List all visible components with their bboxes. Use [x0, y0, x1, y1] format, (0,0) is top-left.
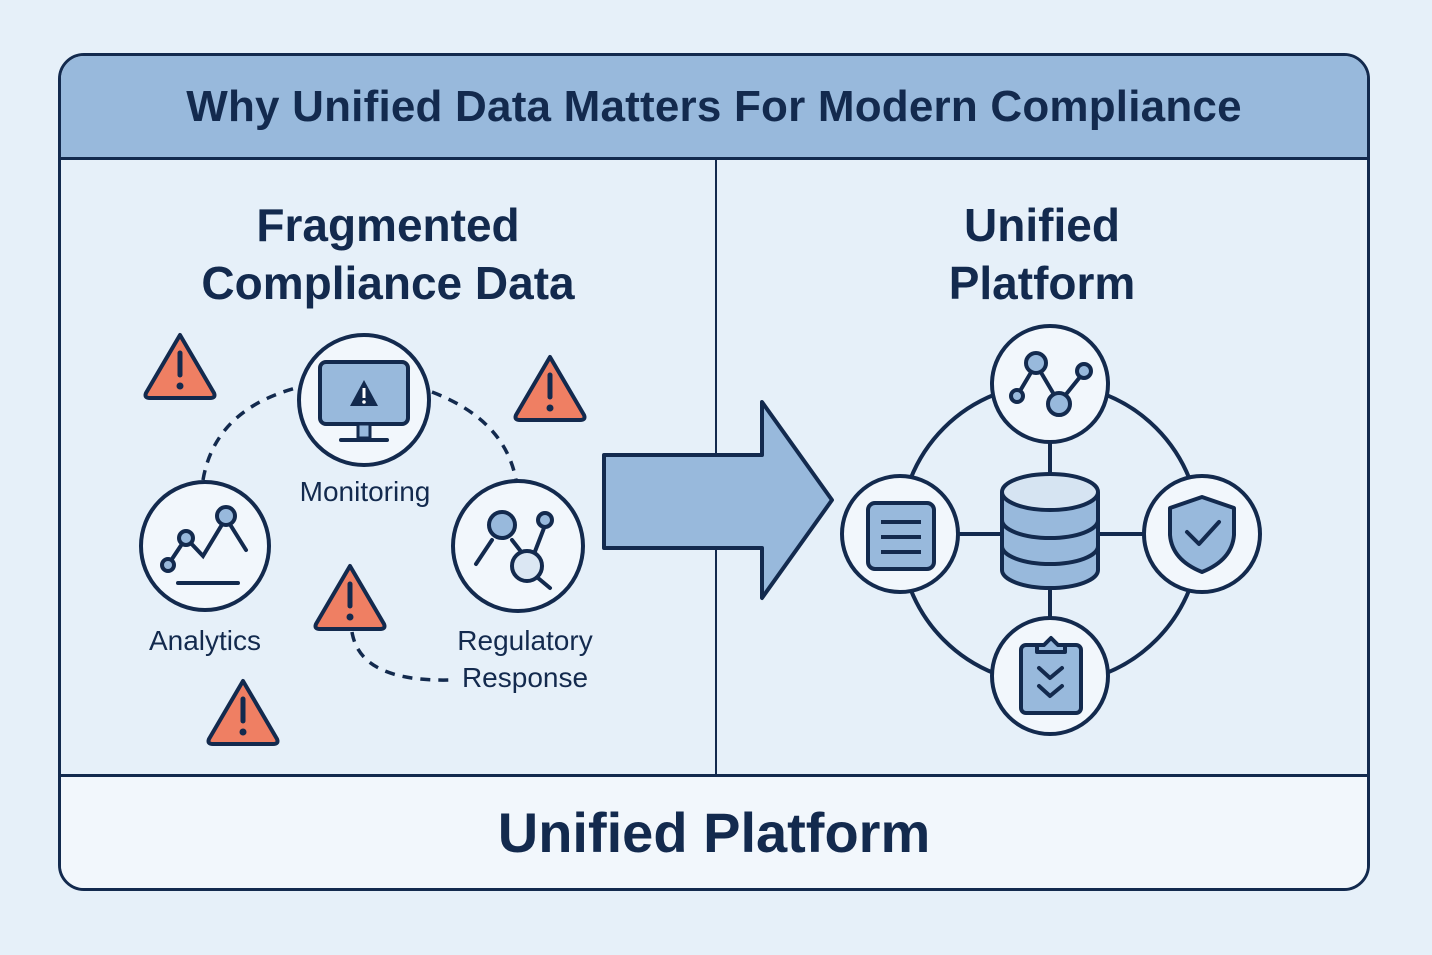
- fragmented-panel: Fragmented Compliance Data: [61, 160, 717, 776]
- spoke-right: [1142, 474, 1262, 594]
- monitor-warning-icon: [318, 360, 410, 442]
- search-nodes-icon: [474, 510, 554, 590]
- unified-title-line1: Unified: [964, 199, 1120, 251]
- regulatory-response-node: [451, 479, 585, 613]
- unified-title-line2: Platform: [948, 257, 1136, 309]
- node-label-monitoring: Monitoring: [299, 476, 431, 507]
- unified-panel-title: Unified Platform: [717, 196, 1367, 312]
- node-label-analytics: Analytics: [148, 625, 262, 656]
- spoke-top: [990, 324, 1110, 444]
- spoke-bottom: [990, 616, 1110, 736]
- shield-check-icon: [1168, 495, 1236, 574]
- footer-bar: Unified Platform: [61, 774, 1367, 888]
- arrow-right-icon: [602, 400, 834, 600]
- fragmented-title-line1: Fragmented: [256, 199, 520, 251]
- dashed-link-monitoring-regulatory: [431, 390, 518, 481]
- dashed-connectors: [201, 386, 518, 682]
- diagram-title: Why Unified Data Matters For Modern Comp…: [186, 81, 1242, 131]
- spoke-left: [840, 474, 960, 594]
- clipboard-check-icon: [1019, 636, 1083, 715]
- database-icon: [1000, 472, 1100, 590]
- diagram-frame: Why Unified Data Matters For Modern Comp…: [58, 53, 1370, 891]
- analytics-node: [139, 480, 271, 612]
- fragmented-title-line2: Compliance Data: [201, 257, 575, 309]
- network-graph-icon: [1009, 351, 1093, 417]
- fragmented-panel-title: Fragmented Compliance Data: [61, 196, 715, 312]
- header-bar: Why Unified Data Matters For Modern Comp…: [61, 56, 1367, 160]
- line-chart-icon: [160, 505, 248, 585]
- monitoring-node: [297, 333, 431, 467]
- node-label-response: Response: [461, 662, 589, 693]
- footer-label: Unified Platform: [497, 801, 931, 864]
- node-label-regulatory: Regulatory: [457, 625, 593, 656]
- document-list-icon: [866, 501, 936, 571]
- unified-panel: Unified Platform: [717, 160, 1367, 776]
